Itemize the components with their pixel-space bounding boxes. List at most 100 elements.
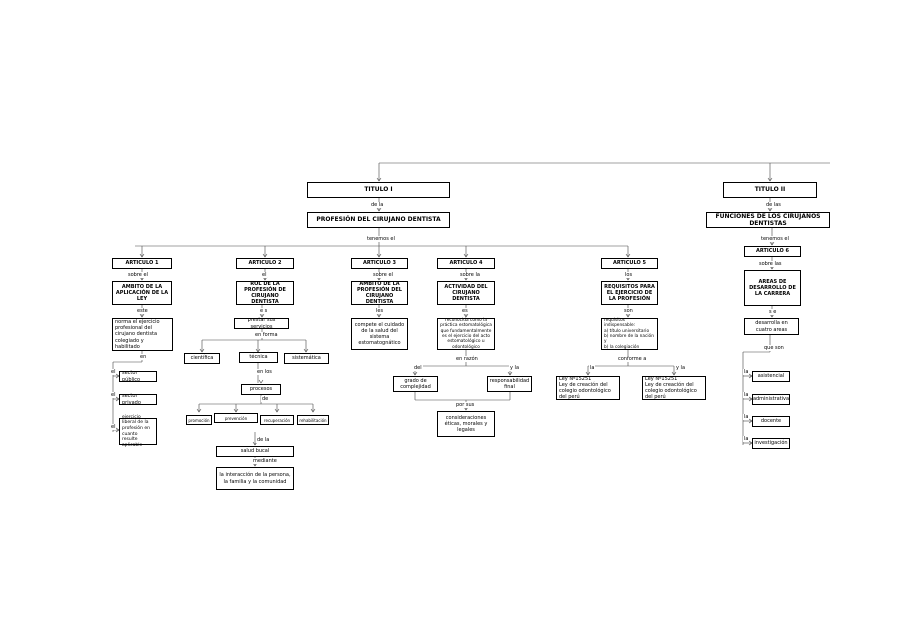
sector-privado: sector privado (119, 393, 157, 406)
serve-box: prestar sus servicios (234, 317, 289, 330)
process-recuperacion: recuperación (260, 415, 294, 425)
arrowhead-74 (310, 408, 316, 413)
article-2-link-3: en forma (254, 332, 279, 338)
titulo-2-link: de las (765, 202, 782, 208)
arrowhead-68 (196, 408, 202, 413)
arrowhead-10 (139, 253, 145, 258)
area-investigacion: investigación (752, 438, 790, 449)
article-5-link-3: conforme a (617, 356, 648, 362)
develops-link: que son (763, 345, 785, 351)
article-1-topic: AMBITO DE LA APLICACIÓN DE LA LEY (112, 281, 172, 305)
process-promocion: promoción (186, 415, 212, 425)
reason-complejidad: grado de complejidad (393, 376, 438, 392)
arrowhead-6 (376, 207, 382, 212)
article-2-topic: ROL DE LA PROFESIÓN DE CIRUJANO DENTISTA (236, 281, 294, 305)
arrowhead-52 (262, 276, 268, 281)
article-2-link-5: de (261, 396, 270, 402)
arrowhead-76 (252, 441, 258, 446)
titulo-2-box: TITULO II (723, 182, 817, 198)
article-1-desc: norma el ejercicio profesional del ciruj… (112, 318, 173, 351)
area-administrativa: administrativa (752, 394, 790, 405)
arrowhead-92 (507, 371, 513, 376)
article-3-link-2: les (375, 308, 385, 314)
area-link-4: la (743, 436, 750, 442)
arrowhead-72 (274, 408, 280, 413)
form-tecnica: técnica (239, 352, 278, 363)
arrowhead-39 (139, 276, 145, 281)
arrowhead-70 (233, 408, 239, 413)
article-6-box: ARTICULO 6 (744, 246, 801, 257)
article-2-link-7: mediante (252, 458, 278, 464)
article-3-link: sobre el (372, 272, 394, 278)
area-link-1: la (743, 369, 750, 375)
considerations-box: consideraciones éticas, morales y legale… (437, 411, 495, 437)
article-4-topic: ACTIVIDAD DEL CIRUJANO DENTISTA (437, 281, 495, 305)
article-1-box: ARTICULO 1 (112, 258, 172, 269)
area-docente: docente (752, 416, 790, 427)
interaction-box: la interacción de la persona, la familia… (216, 467, 294, 490)
area-link-2: la (743, 392, 750, 398)
arrowhead-41 (139, 313, 145, 318)
arrowhead-82 (376, 313, 382, 318)
titulo-1-link: de la (370, 202, 385, 208)
titulo-1-box: TITULO I (307, 182, 450, 198)
article-5-link-2: son (623, 308, 634, 314)
law-1-box: Ley Nº15251 Ley de creación del colegio … (556, 376, 620, 400)
arrowhead-99 (625, 276, 631, 281)
article-5-link: los (624, 272, 634, 278)
article-3-box: ARTICULO 3 (351, 258, 408, 269)
form-cientifica: científica (184, 353, 220, 364)
functions-box: FUNCIONES DE LOS CIRUJANOS DENTISTAS (706, 212, 830, 228)
article-1-link-2: este (136, 308, 149, 314)
arrowhead-64 (258, 379, 264, 384)
arrowhead-22 (769, 241, 775, 246)
areas-box: AREAS DE DESARROLLO DE LA CARRERA (744, 270, 801, 306)
arrowhead-80 (376, 276, 382, 281)
arrowhead-4 (767, 177, 773, 182)
article-4-desc: reconocida como la práctica estomatológi… (437, 318, 495, 350)
areas-link: s e (768, 309, 778, 315)
processes-box: procesos (241, 384, 281, 395)
form-sistematica: sistemática (284, 353, 329, 364)
area-link-3: la (743, 414, 750, 420)
sector-publico: sector público (119, 370, 157, 383)
article-3-topic: AMBITO DE LA PROFESIÓN DEL CIRUJANO DENT… (351, 281, 408, 305)
article-5-box: ARTICULO 5 (601, 258, 658, 269)
reason-responsabilidad: responsabilidad final (487, 376, 532, 392)
article-4-link-3: en razón (455, 356, 479, 362)
article-4-link-5: y la (509, 365, 521, 371)
article-2-link-6: de la (256, 437, 271, 443)
article-1-item-link-1: el (110, 369, 117, 375)
article-1-item-link-3: el (110, 424, 117, 430)
arrowhead-14 (376, 253, 382, 258)
arrowhead-18 (625, 253, 631, 258)
article-4-box: ARTICULO 4 (437, 258, 495, 269)
article-6-link: sobre las (758, 261, 783, 267)
arrowhead-90 (412, 371, 418, 376)
tenemos-el-link-1: tenemos el (366, 236, 396, 242)
law-2-box: Ley Nº15251 Ley de creación del colegio … (642, 376, 706, 400)
article-5-link-4: la (589, 365, 596, 371)
article-3-desc: compete el cuidado de la salud del siste… (351, 318, 408, 350)
article-5-desc: requisitos indispensable: a) título univ… (601, 318, 658, 350)
arrowhead-54 (259, 313, 265, 318)
area-asistencial: asistencial (752, 371, 790, 382)
article-2-box: ARTICULO 2 (236, 258, 294, 269)
article-2-link: el (261, 272, 268, 278)
arrowhead-97 (463, 406, 469, 411)
process-rehabilitacion: rehabilitación (297, 415, 329, 425)
article-4-link: sobre la (459, 272, 481, 278)
arrowhead-58 (199, 348, 205, 353)
arrowhead-84 (463, 276, 469, 281)
article-5-topic: REQUISITOS PARA EL EJERCICIO DE LA PROFE… (601, 281, 658, 305)
article-4-link-6: por sus (455, 402, 476, 408)
profession-box: PROFESIÓN DEL CIRUJANO DENTISTA (307, 212, 450, 228)
arrowhead-107 (671, 371, 677, 376)
article-5-link-5: y la (675, 365, 687, 371)
ejercicio-liberal: ejercicio liberal de la profesión en cua… (119, 415, 157, 448)
arrowhead-105 (585, 371, 591, 376)
arrowhead-101 (625, 313, 631, 318)
article-2-link-4: en los (256, 369, 273, 375)
process-prevencion: prevención (214, 413, 258, 423)
develops-box: desarrolla en cuatro areas (744, 318, 799, 335)
